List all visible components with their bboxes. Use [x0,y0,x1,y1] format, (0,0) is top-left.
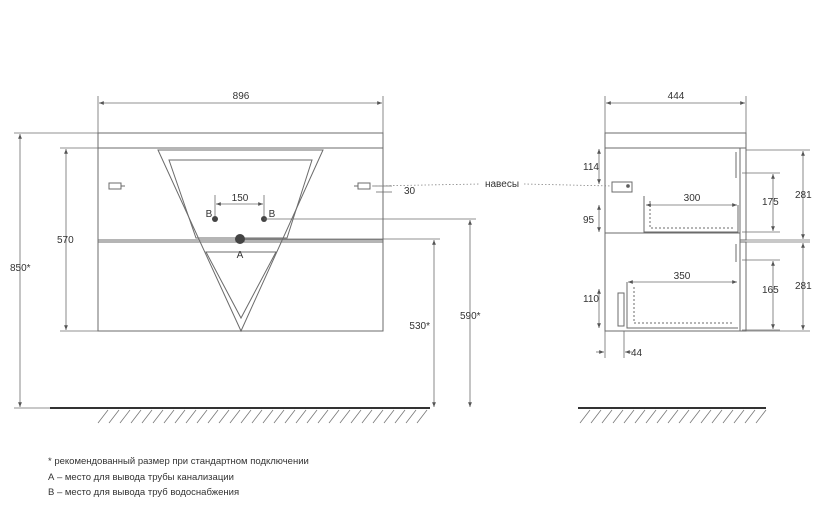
floor-hatch-line [755,409,767,424]
dim-height-body: 570 [57,235,74,246]
floor-hatch-line [185,409,197,424]
floor-hatch-line [262,409,274,424]
floor-hatch-line [152,409,164,424]
floor-hatch-line [350,409,362,424]
front-hinge-right [357,182,371,190]
side-drawer-1 [643,196,739,233]
dim-bottom-110: 110 [583,294,599,305]
dim-height-supply: 590* [460,311,481,322]
front-hinge-left [108,182,122,190]
hinge-label: навесы [485,179,519,190]
side-cabinet [604,147,741,332]
floor-hatch-line [218,409,230,424]
legend-note-b: В – место для вывода труб водоснабжения [48,487,240,498]
hinge-leader-side [523,183,613,187]
floor-hatch-line [196,409,208,424]
legend-note-asterisk: * рекомендованный размер при стандартном… [48,456,309,467]
floor-hatch-line [383,409,395,424]
dim-top-offset: 114 [583,162,599,173]
floor-hatch-line [295,409,307,424]
floor-hatch-line [108,409,120,424]
floor-hatch-line [273,409,285,424]
floor-hatch-line [141,409,153,424]
floor-hatch-line [623,409,635,424]
floor-hatch-line [361,409,373,424]
side-view [604,132,747,332]
floor-hatch-line [163,409,175,424]
floor-hatch-line [174,409,186,424]
dim-drawer1-front: 281 [795,190,812,201]
front-v-decor-inner-top [168,159,313,239]
floor-hatch-line [240,409,252,424]
label-a: A [237,250,244,261]
floor-hatch-line [722,409,734,424]
dim-width-front: 896 [233,91,250,102]
label-b-right: B [269,209,276,220]
side-front-top [739,147,747,241]
floor-hatch-line [251,409,263,424]
floor-hatch-line [130,409,142,424]
front-countertop [97,132,384,149]
floor-hatch-line [229,409,241,424]
front-v-decor-outer [157,149,324,333]
floor-hatch-line [656,409,668,424]
front-view [97,132,384,333]
dim-drawer2-front: 281 [795,281,812,292]
floor-hatch-line [612,409,624,424]
floor-hatch-line [306,409,318,424]
dim-drawer2-depth: 350 [674,271,691,282]
floor-hatch-line [119,409,131,424]
floor-front [50,407,430,424]
floor-hatch-line [601,409,613,424]
dim-hole-spacing: 150 [232,193,249,204]
front-v-decor-inner-bottom [205,251,277,320]
floor-hatch-line [678,409,690,424]
floor-hatch-line [667,409,679,424]
floor-hatch-line [733,409,745,424]
dim-wall-44: 44 [631,348,643,359]
dim-depth-side: 444 [668,91,685,102]
legend-note-a: А – место для вывода трубы канализации [48,471,234,483]
floor-hatch-line [579,409,591,424]
floor-hatch-line [590,409,602,424]
dim-hinge-offset: 30 [404,186,416,197]
floor-hatch-line [207,409,219,424]
label-b-left: B [206,209,213,220]
floor-hatch-line [317,409,329,424]
floor-hatch-line [339,409,351,424]
dim-height-total: 850* [10,263,31,274]
side-front-bottom [739,241,747,332]
drain-hole [235,234,245,244]
floor-hatch-line [372,409,384,424]
floor-hatch-line [97,409,109,424]
floor-hatch-line [744,409,756,424]
floor-hatch-line [405,409,417,424]
legend: * рекомендованный размер при стандартном… [48,454,309,501]
side-hinge [611,181,633,193]
side-countertop [604,132,747,149]
floor-hatch-line [416,409,428,424]
floor-hatch-line [711,409,723,424]
dim-height-drain: 530* [409,321,430,332]
floor-hatch-line [328,409,340,424]
floor-hatch-line [700,409,712,424]
dim-drawer1-depth: 300 [684,193,701,204]
floor-hatch-line [284,409,296,424]
floor-hatch-line [394,409,406,424]
dim-gap-95: 95 [583,215,595,226]
side-drawer-2 [626,282,738,329]
supply-hole-left [212,216,218,222]
floor-hatch-line [634,409,646,424]
dim-drawer2-height: 165 [762,285,779,296]
floor-hatch-line [689,409,701,424]
hinge-leader-front [371,183,481,187]
floor-side [578,407,767,424]
dim-drawer1-height: 175 [762,197,779,208]
floor-hatch-line [645,409,657,424]
